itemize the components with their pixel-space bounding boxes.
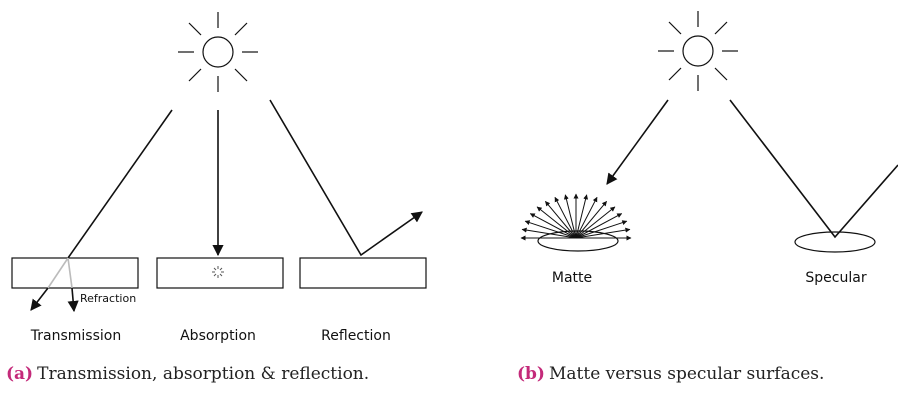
transmission-label: Transmission: [31, 328, 121, 344]
reflection-label: Reflection: [321, 328, 391, 344]
specular-ray: [730, 100, 898, 237]
sun-icon: [658, 11, 738, 91]
absorption-label: Absorption: [180, 328, 256, 344]
refracted-ray: [72, 288, 74, 311]
transmission-incident-ray: [68, 110, 172, 258]
caption-b: (b)Matte versus specular surfaces.: [517, 363, 824, 385]
specular-surface: [795, 232, 875, 252]
reflection-surface: [300, 258, 426, 288]
reflection-ray: [270, 100, 422, 255]
caption-a-text: Transmission, absorption & reflection.: [37, 364, 369, 384]
sun-icon: [178, 12, 258, 92]
matte-label: Matte: [552, 270, 592, 286]
transmission-surface: [12, 258, 138, 288]
caption-b-text: Matte versus specular surfaces.: [549, 364, 824, 384]
panel-b-diagram: [521, 11, 898, 252]
caption-a: (a)Transmission, absorption & reflection…: [6, 363, 369, 385]
specular-label: Specular: [805, 270, 866, 286]
matte-scatter-rays: [521, 194, 631, 238]
transmitted-ray: [31, 288, 48, 310]
caption-a-tag: (a): [6, 364, 33, 384]
caption-b-tag: (b): [517, 364, 545, 384]
absorption-surface: [157, 258, 283, 288]
panel-a-diagram: [12, 12, 426, 311]
matte-incident-ray: [607, 100, 668, 184]
refraction-label: Refraction: [80, 292, 136, 305]
